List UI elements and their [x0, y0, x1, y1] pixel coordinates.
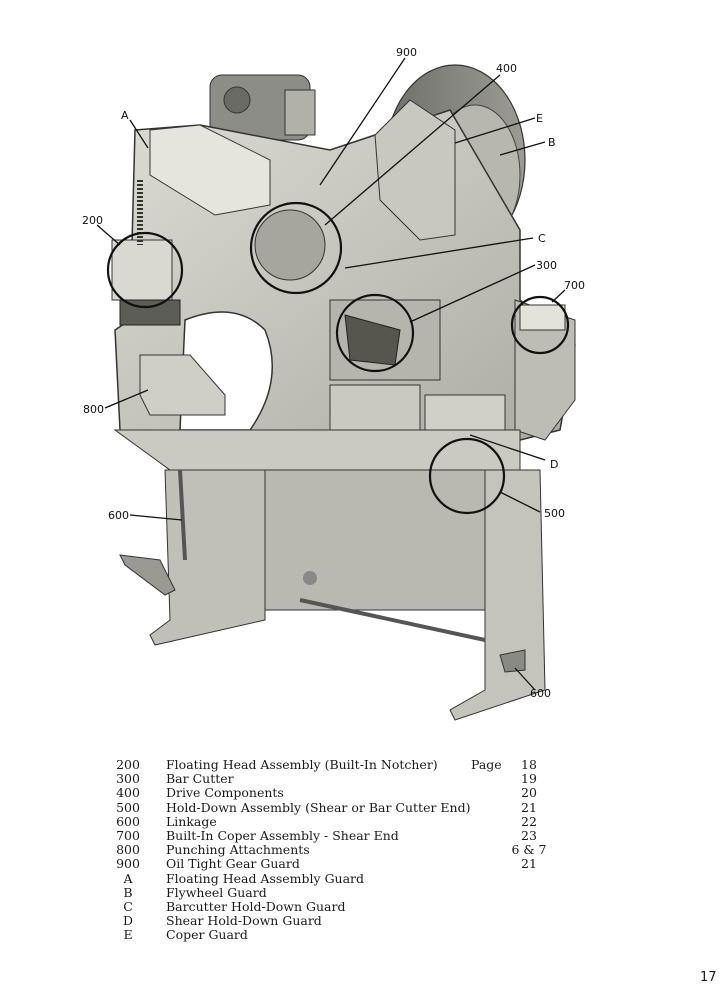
legend-page-number: 6 & 7 — [511, 842, 547, 858]
legend-code: 600 — [116, 813, 140, 829]
callout-400: 400 — [496, 62, 517, 75]
callout-500: 500 — [544, 507, 565, 520]
callout-800: 800 — [83, 403, 104, 416]
parts-legend: 200 Floating Head Assembly (Built-In Notc… — [110, 757, 570, 942]
legend-page-number: 22 — [521, 813, 537, 829]
legend-code: C — [123, 898, 133, 914]
callout-e: E — [536, 112, 543, 125]
callout-600-left: 600 — [108, 509, 129, 522]
legend-row: 800 Punching Attachments 6 & 7 — [110, 842, 570, 858]
highlight-circles — [106, 201, 570, 515]
callout-700: 700 — [564, 279, 585, 292]
legend-row: 300 Bar Cutter 19 — [110, 771, 570, 787]
motor — [209, 74, 316, 141]
legend-page-number: 20 — [521, 785, 537, 801]
callout-a: A — [121, 109, 129, 122]
legend-page-number: 19 — [521, 771, 537, 787]
callout-900: 900 — [396, 46, 417, 59]
legend-row: 700 Built-In Coper Assembly - Shear End 23 — [110, 827, 570, 843]
legend-description: Coper Guard — [166, 927, 248, 943]
legend-description: Barcutter Hold-Down Guard — [166, 898, 346, 914]
page-number: 17 — [700, 970, 717, 985]
legend-description: Drive Components — [166, 785, 284, 801]
legend-code: 800 — [116, 842, 140, 858]
legend-row: B Flywheel Guard — [110, 884, 570, 900]
callout-c: C — [538, 232, 546, 245]
legend-code: 300 — [116, 771, 140, 787]
legend-code: 400 — [116, 785, 140, 801]
legend-code: E — [123, 927, 133, 943]
legend-description: Punching Attachments — [166, 842, 310, 858]
leader-lines — [96, 57, 566, 691]
legend-code: B — [123, 884, 133, 900]
legend-row: D Shear Hold-Down Guard — [110, 913, 570, 929]
legend-page-label: Page — [471, 757, 502, 772]
legend-code: D — [122, 913, 134, 929]
legend-description: Hold-Down Assembly (Shear or Bar Cutter … — [166, 799, 471, 815]
legend-description: Shear Hold-Down Guard — [166, 913, 322, 929]
machine-frame — [111, 99, 576, 471]
legend-code: 200 — [116, 757, 140, 772]
legend-description: Floating Head Assembly Guard — [166, 870, 365, 886]
machine-photo: 900 400 A E B 200 C 300 700 800 D 500 60… — [82, 46, 585, 721]
legend-row: 400 Drive Components 20 — [110, 786, 570, 800]
legend-row: 200 Floating Head Assembly (Built-In Notc… — [110, 757, 570, 772]
legend-code: 700 — [116, 827, 140, 843]
callout-200: 200 — [82, 214, 103, 227]
legend-code: A — [123, 870, 133, 886]
legend-description: Floating Head Assembly (Built-In Notcher… — [166, 757, 438, 772]
legend-description: Linkage — [166, 813, 217, 829]
callout-b: B — [548, 136, 556, 149]
legend-row: C Barcutter Hold-Down Guard — [110, 898, 570, 914]
legend-page-number: 21 — [521, 856, 537, 872]
legend-description: Oil Tight Gear Guard — [166, 856, 300, 872]
legend-code: 900 — [116, 856, 140, 872]
legend-row: 500 Hold-Down Assembly (Shear or Bar Cutt… — [110, 799, 570, 815]
legend-row: 900 Oil Tight Gear Guard 21 — [110, 857, 570, 871]
callout-d: D — [550, 458, 558, 471]
legend-description: Bar Cutter — [166, 771, 234, 787]
legend-row: A Floating Head Assembly Guard — [110, 870, 570, 886]
machine-base — [113, 429, 546, 721]
legend-code: 500 — [116, 799, 140, 815]
callout-300: 300 — [536, 259, 557, 272]
legend-page-number: 23 — [521, 827, 537, 843]
legend-description: Flywheel Guard — [166, 884, 267, 900]
legend-row: E Coper Guard — [110, 928, 570, 942]
legend-page-number: 21 — [521, 799, 537, 815]
legend-page-number: 18 — [521, 757, 537, 772]
callout-600-right: 600 — [530, 687, 551, 700]
legend-row: 600 Linkage 22 — [110, 813, 570, 829]
legend-description: Built-In Coper Assembly - Shear End — [166, 827, 399, 843]
